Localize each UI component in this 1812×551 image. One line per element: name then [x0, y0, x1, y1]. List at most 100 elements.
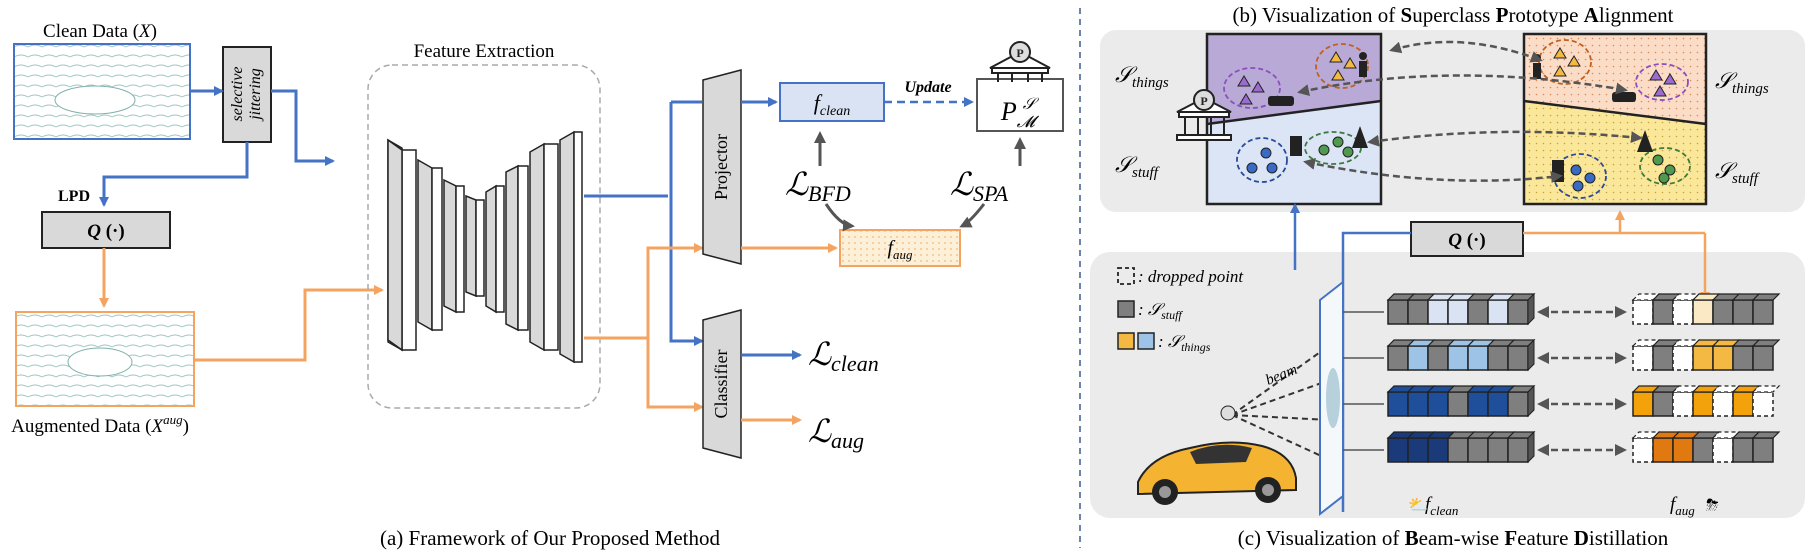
svg-text:P: P: [1200, 94, 1207, 108]
feature-cube: [1427, 345, 1449, 371]
bank-icon-left: P: [1176, 89, 1232, 141]
feature-cube: [1507, 437, 1529, 463]
aug-prototype-map: [1522, 32, 1708, 206]
dropped-point-cube: [1632, 437, 1654, 463]
feature-cube: [1387, 345, 1409, 371]
feature-row-side: [1527, 430, 1535, 464]
feature-cube: [1467, 437, 1489, 463]
car-image: [1137, 441, 1297, 505]
feature-cube: [1407, 299, 1429, 325]
arrow-aug-to-extractor: [194, 285, 384, 362]
feature-cube: [1407, 437, 1429, 463]
tree-icon: [1352, 126, 1368, 148]
arrow-to-classifier-blue: [669, 102, 704, 346]
alignment-arrows: [1297, 40, 1643, 184]
dropped-point-cube: [1672, 345, 1694, 371]
feature-cube: [1507, 345, 1529, 371]
arrow-jitter-to-lpd: [99, 142, 249, 207]
arrow-to-projector-orange: [646, 243, 704, 338]
loss-clean-label: ℒclean: [808, 336, 879, 376]
feature-row-side: [1527, 292, 1535, 326]
augmented-data-label: Augmented Data (Xaug): [11, 412, 189, 437]
sun-cloud-icon: ⛅: [1408, 497, 1428, 514]
feature-cube: [1732, 391, 1754, 417]
building-icon: [1290, 136, 1302, 156]
feature-extraction-label: Feature Extraction: [414, 41, 555, 62]
feature-cube: [1487, 391, 1509, 417]
loss-bfd-label: ℒBFD: [785, 166, 851, 206]
feature-rows: [1343, 292, 1781, 464]
legend-dropped-label: : dropped point: [1138, 267, 1244, 286]
projector-block: [702, 69, 742, 265]
feature-cube: [1632, 391, 1654, 417]
classifier-block: [702, 309, 742, 459]
prototype-box: [976, 78, 1064, 132]
feature-cube: [1692, 299, 1714, 325]
q-operator-label-c: Q (·): [1448, 230, 1485, 251]
feature-cube: [1752, 345, 1774, 371]
feature-cube-top: [1751, 339, 1781, 347]
feature-cube: [1467, 299, 1489, 325]
dropped-point-cube: [1672, 299, 1694, 325]
feature-cube: [1427, 437, 1449, 463]
bank-icon: P: [989, 41, 1051, 82]
feature-cube: [1732, 345, 1754, 371]
dropped-point-cube: [1672, 391, 1694, 417]
feature-cube-top: [1751, 385, 1781, 393]
feature-cube: [1447, 299, 1469, 325]
feature-cube: [1732, 437, 1754, 463]
classifier-label: Classifier: [711, 350, 731, 419]
feature-cube: [1692, 345, 1714, 371]
arrow-jitter-to-extractor: [271, 89, 335, 166]
feature-cube: [1487, 345, 1509, 371]
feature-cube: [1387, 299, 1409, 325]
dropped-point-cube: [1752, 391, 1774, 417]
feature-cube: [1387, 391, 1409, 417]
feature-cube: [1507, 299, 1529, 325]
feature-cube: [1447, 437, 1469, 463]
feature-cube: [1752, 437, 1774, 463]
dropped-point-cube: [1712, 391, 1734, 417]
q-operator-box: [41, 211, 171, 249]
feature-cube: [1447, 391, 1469, 417]
panel-c-caption: (c) Visualization of Beam-wise Feature D…: [1238, 526, 1669, 550]
feature-cube: [1652, 345, 1674, 371]
loss-spa-label: ℒSPA: [950, 166, 1009, 206]
feature-cube: [1652, 391, 1674, 417]
dropped-point-cube: [1632, 299, 1654, 325]
storm-icon: ⛈: [1706, 497, 1719, 514]
feature-cube-top: [1751, 431, 1781, 439]
feature-cube: [1447, 345, 1469, 371]
q-operator-label: Q (·): [87, 221, 124, 242]
feature-cube: [1387, 437, 1409, 463]
panel-b: (b) Visualization of Superclass Prototyp…: [1100, 3, 1805, 212]
clean-data-label: Clean Data (X): [43, 21, 157, 42]
q-operator-box-c: [1410, 221, 1524, 257]
feature-cube: [1712, 299, 1734, 325]
arrow-to-classifier-orange: [584, 336, 704, 412]
clean-prototype-map: [1205, 32, 1383, 206]
feature-cube: [1732, 299, 1754, 325]
feature-cube: [1427, 299, 1449, 325]
feature-row-side: [1527, 338, 1535, 372]
feature-cube: [1652, 437, 1674, 463]
feature-cube: [1467, 345, 1489, 371]
feature-cube: [1652, 299, 1674, 325]
feature-cube: [1487, 437, 1509, 463]
feature-row-side: [1527, 384, 1535, 418]
panel-a: Clean Data (X) selective jittering LPD Q…: [11, 21, 1064, 550]
update-label: Update: [904, 79, 951, 96]
f-aug-box: [839, 229, 961, 267]
feature-cube: [1427, 391, 1449, 417]
feature-cube: [1752, 299, 1774, 325]
panel-c: Q (·) : dropped point : 𝒮stuff : 𝒮things…: [1090, 203, 1805, 550]
svg-text:P: P: [1016, 46, 1023, 60]
feature-cube: [1407, 391, 1429, 417]
dropped-point-cube: [1712, 437, 1734, 463]
dropped-point-cube: [1632, 345, 1654, 371]
feature-cube: [1672, 437, 1694, 463]
feature-extraction-box: [367, 64, 601, 409]
panel-a-caption: (a) Framework of Our Proposed Method: [380, 526, 721, 550]
loss-aug-label: ℒaug: [808, 413, 864, 453]
